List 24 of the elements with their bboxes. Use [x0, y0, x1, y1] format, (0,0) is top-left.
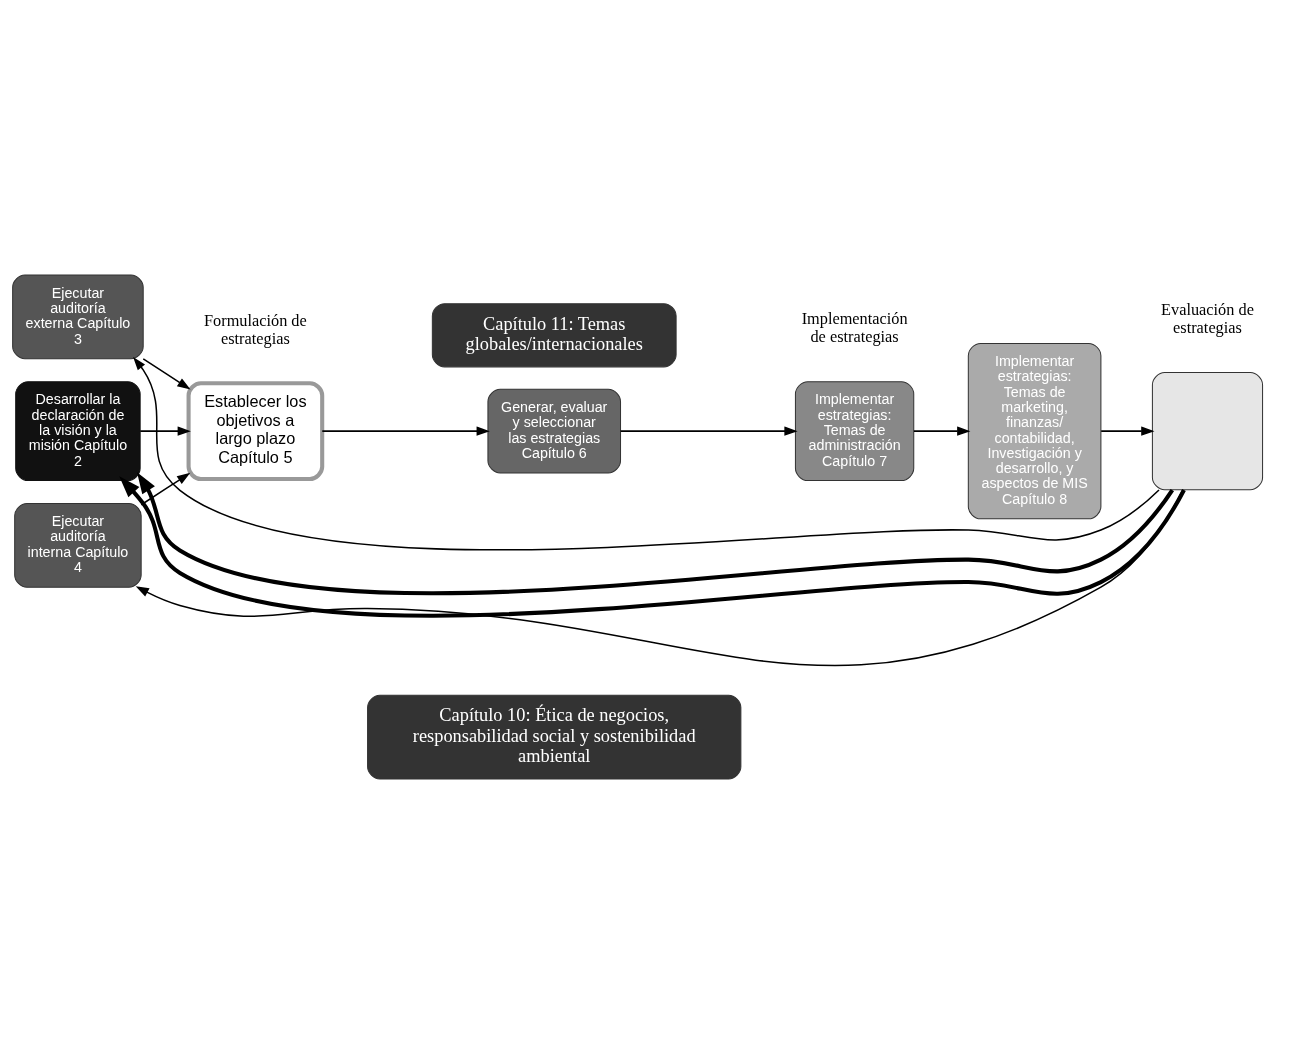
node-box: Capítulo 11: Temas globales/internacionales [431, 302, 677, 367]
node-box: Generar, evaluar y seleccionar las estrategias Capítulo 6 [487, 388, 622, 473]
label: Evaluación de estrategias [1161, 299, 1254, 337]
arrow [137, 471, 1174, 595]
label: Implementación de estrategias [801, 308, 908, 346]
arrow [1100, 426, 1155, 436]
arrow [619, 426, 798, 436]
label: Formulación de estrategias [204, 310, 307, 348]
node-box: Implementar estrategias: Temas de administración Capítulo 7 [794, 380, 915, 481]
arrow [133, 356, 1160, 551]
arrow [139, 426, 191, 436]
node-box: Ejecutar auditoría externa Capítulo 3 [12, 274, 144, 359]
node-box: Ejecutar auditoría interna Capítulo 4 [14, 502, 142, 588]
arrow [119, 475, 1186, 618]
arrow [140, 472, 191, 506]
node-box: Implementar estrategias: Temas de marketing, finanzas/ contabilidad, Investigación y desarrollo, y aspectos de MIS Capítulo 8 [967, 342, 1102, 519]
arrow [135, 488, 1184, 666]
node-box: Capítulo 10: Ética de negocios, responsabilidad social y sostenibilidad ambiental [367, 694, 742, 779]
node-box: Desarrollar la declaración de la visión y la misión Capítulo 2 [15, 380, 141, 481]
node-box: Establecer los objetivos a largo plazo Capítulo 5 [186, 380, 325, 481]
arrow [142, 357, 191, 390]
arrow [321, 426, 490, 436]
node-box [1151, 371, 1264, 490]
arrow [913, 426, 971, 436]
